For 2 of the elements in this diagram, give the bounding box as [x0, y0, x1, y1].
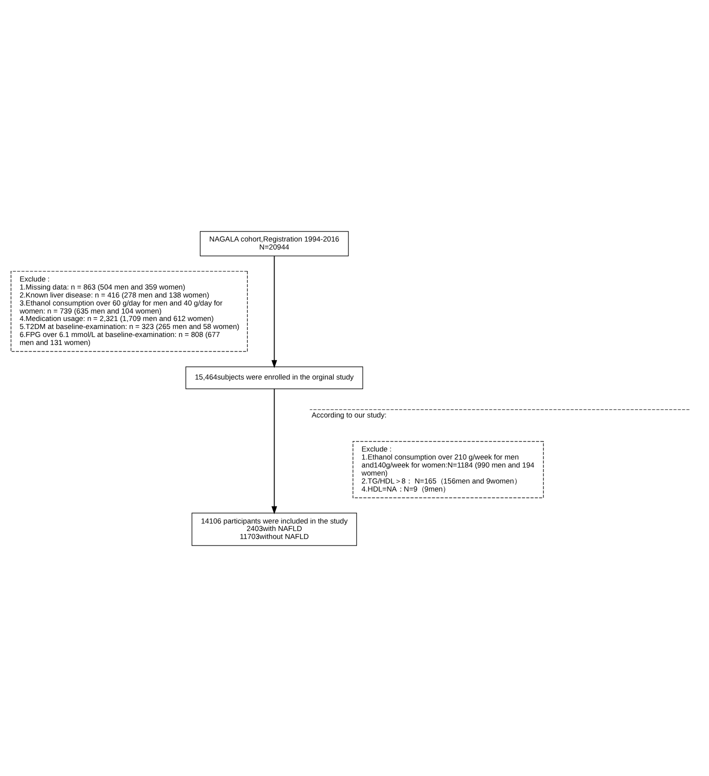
arrow: [272, 388, 278, 514]
arrow: [272, 255, 278, 368]
